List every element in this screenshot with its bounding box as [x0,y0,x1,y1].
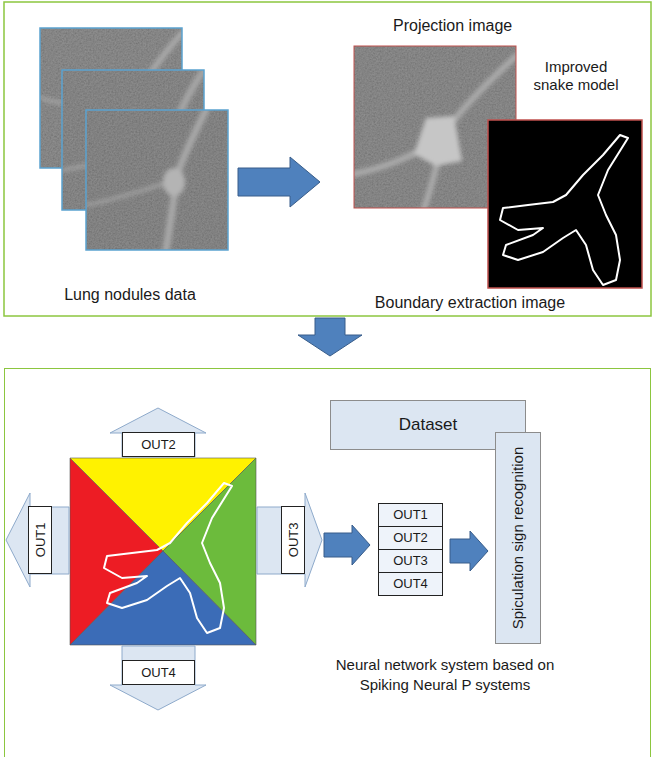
stack-cell: OUT1 [378,503,443,527]
block-arrow [238,157,320,207]
stack-cell: OUT3 [378,549,443,573]
output-box: OUT1 [28,506,52,574]
block-arrow [298,318,362,356]
output-arrow [6,493,69,587]
output-label: OUT1 [32,523,48,558]
ct-noise [86,110,228,250]
ct-slice [86,110,228,250]
box-label: Spiculation sign recognition [509,447,527,630]
boundary-image [488,120,642,288]
box-label: Dataset [399,415,458,435]
block-arrow [450,531,488,571]
output-box: OUT3 [281,506,305,574]
output-box: OUT2 [122,432,195,457]
output-arrow [110,646,206,710]
label-holder: Improved snake model [528,58,624,94]
boundary-image: Boundary extraction image [360,118,646,312]
vessel [86,110,206,250]
stack-cell: OUT2 [378,526,443,550]
output-stack: OUT1OUT2OUT3OUT4 [378,503,443,596]
recognition-box: Spiculation sign recognition [495,432,541,644]
image-stack: Lung nodules data [30,26,230,304]
output-box: OUT4 [122,660,195,685]
output-arrow [110,408,206,457]
snake-contour [500,135,628,285]
system-panel: Neural network system based on Spiking N… [5,369,650,757]
triangle-sector [70,551,256,645]
output-label: OUT2 [141,437,176,453]
output-label: OUT3 [285,523,301,558]
image-caption: Boundary extraction image [360,293,580,312]
projection-image: Projection image [352,16,522,208]
ct-ground [86,110,228,250]
panel-border [4,2,651,316]
block-arrow [324,525,370,565]
image-heading: Projection image [393,16,522,35]
image-caption: Lung nodules data [64,285,196,304]
panel-caption: Neural network system based on Spiking N… [330,655,560,694]
method-label: Improved snake model [528,58,624,94]
snake-contour [104,483,232,633]
stack-cell: OUT4 [378,572,443,596]
output-label: OUT4 [141,665,176,681]
output-arrow [257,493,322,587]
slice-border [86,110,228,250]
